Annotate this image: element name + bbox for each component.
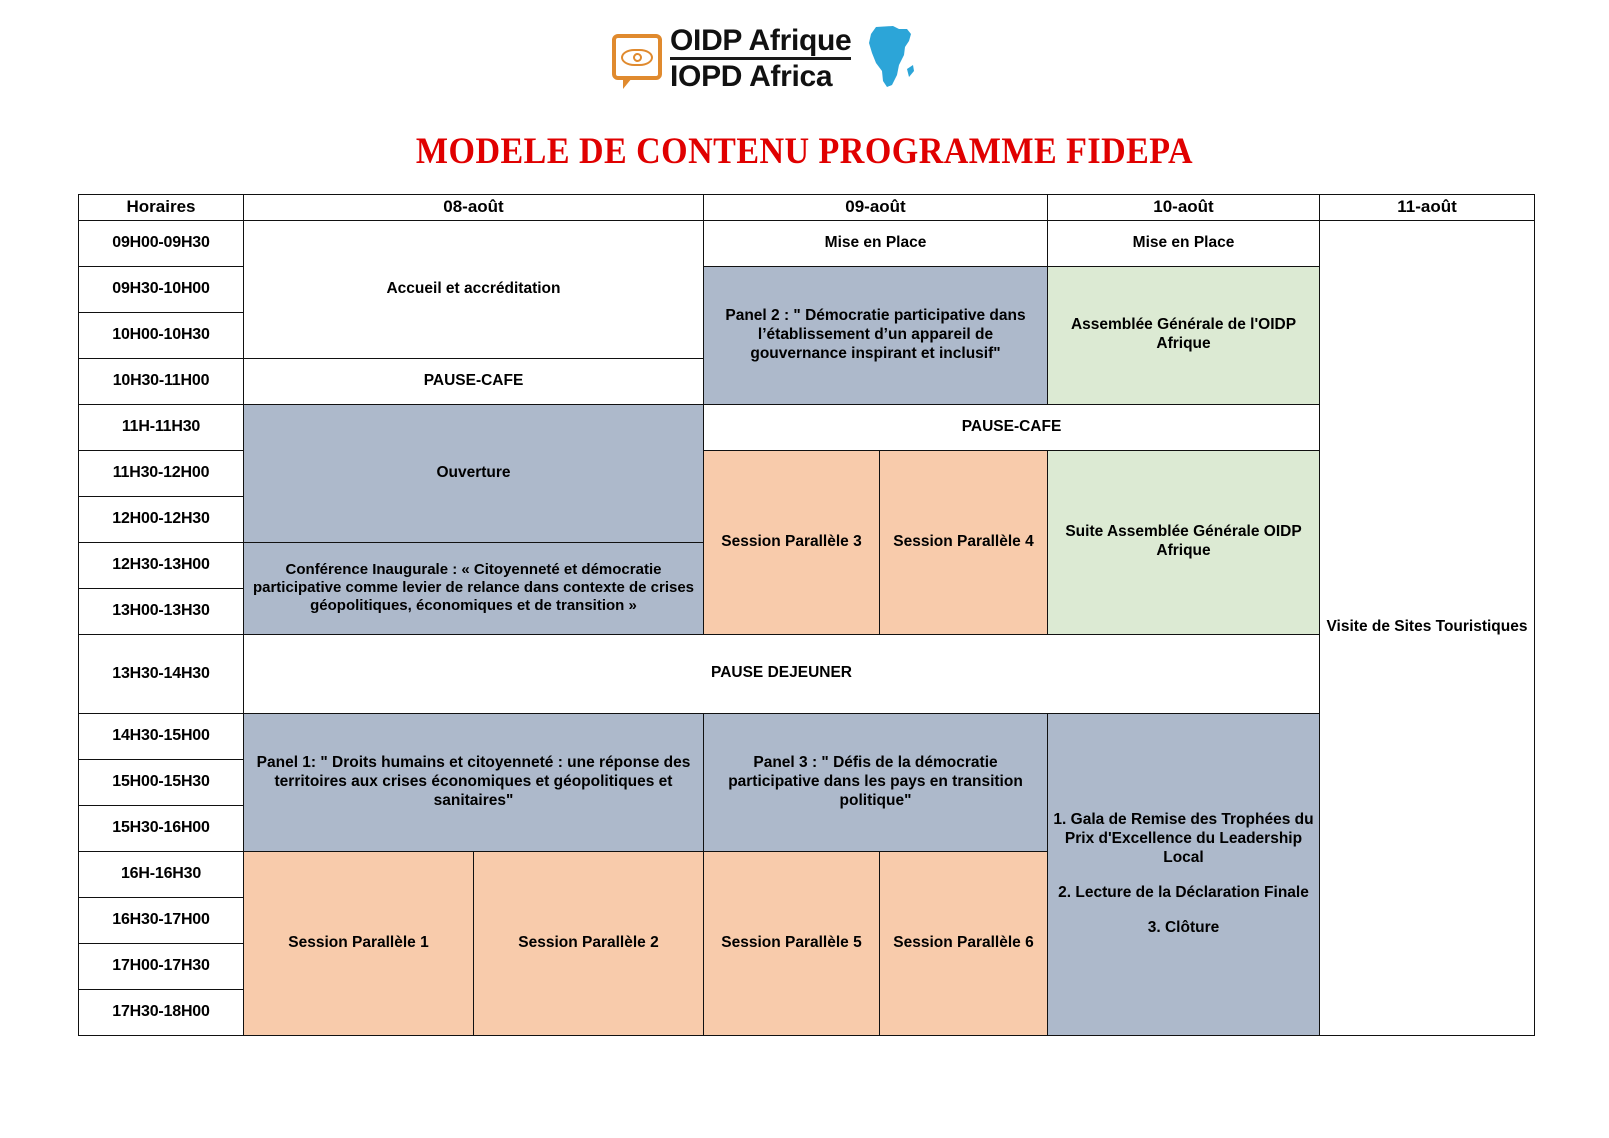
- column-header-day2: 09-août: [703, 194, 1048, 221]
- time-slot: 13H30-14H30: [78, 633, 244, 714]
- table-row: 15H00-15H30: [78, 758, 1535, 806]
- time-slot: 16H30-17H00: [78, 896, 244, 944]
- table-row: 16H30-17H00: [78, 896, 1535, 944]
- cell-pause-dejeuner: PAUSE DEJEUNER: [243, 633, 1320, 714]
- cell-session-3: Session Parallèle 3: [703, 449, 880, 635]
- column-header-day3: 10-août: [1047, 194, 1320, 221]
- column-header-horaires: Horaires: [78, 194, 244, 221]
- table-row: 17H30-18H00: [78, 988, 1535, 1036]
- table-row: 13H00-13H30: [78, 587, 1535, 635]
- table-row: 12H00-12H30: [78, 495, 1535, 543]
- cell-panel-1: Panel 1: " Droits humains et citoyenneté…: [243, 712, 704, 852]
- cell-mise-en-place-day2: Mise en Place: [703, 219, 1048, 267]
- cell-pause-cafe-day23: PAUSE-CAFE: [703, 403, 1320, 451]
- table-row: 16H-16H30 Session Parallèle 1 Session Pa…: [78, 850, 1535, 1036]
- time-slot: 12H30-13H00: [78, 541, 244, 589]
- table-row: 09H00-09H30 Accueil et accréditation Mis…: [78, 219, 1535, 1036]
- table-row: 13H30-14H30 PAUSE DEJEUNER: [78, 633, 1535, 714]
- time-slot: 16H-16H30: [78, 850, 244, 898]
- cell-session-4: Session Parallèle 4: [879, 449, 1048, 635]
- cell-mise-en-place-day3: Mise en Place: [1047, 219, 1320, 267]
- schedule-table-wrapper: Horaires 08-août 09-août 10-août 11-août…: [78, 194, 1535, 1036]
- time-slot: 17H00-17H30: [78, 942, 244, 990]
- cell-assemblee-generale: Assemblée Générale de l'OIDP Afrique: [1047, 265, 1320, 405]
- logo-line-fr: OIDP Afrique: [670, 26, 852, 60]
- eye-in-speech-bubble-icon: [612, 34, 662, 89]
- column-header-day1: 08-août: [243, 194, 704, 221]
- cloture-item-1: 1. Gala de Remise des Trophées du Prix d…: [1053, 810, 1314, 866]
- table-row: 14H30-15H00 Panel 1: " Droits humains et…: [78, 712, 1535, 1036]
- table-header-row: Horaires 08-août 09-août 10-août 11-août: [78, 194, 1535, 221]
- cell-cloture-block: 1. Gala de Remise des Trophées du Prix d…: [1047, 712, 1320, 1036]
- time-slot: 13H00-13H30: [78, 587, 244, 635]
- cloture-item-2: 2. Lecture de la Déclaration Finale: [1058, 883, 1309, 901]
- cell-session-5: Session Parallèle 5: [703, 850, 880, 1036]
- cell-session-1: Session Parallèle 1: [243, 850, 474, 1036]
- time-slot: 17H30-18H00: [78, 988, 244, 1036]
- africa-map-icon: [869, 26, 915, 87]
- cell-panel-2: Panel 2 : " Démocratie participative dan…: [703, 265, 1048, 405]
- time-slot: 10H30-11H00: [78, 357, 244, 405]
- table-row: 11H30-12H00 Session Parallèle 3 Session …: [78, 449, 1535, 635]
- cell-conference-inaugurale: Conférence Inaugurale : « Citoyenneté et…: [243, 541, 704, 635]
- table-row: 17H00-17H30: [78, 942, 1535, 990]
- cell-session-6: Session Parallèle 6: [879, 850, 1048, 1036]
- schedule-table: Horaires 08-août 09-août 10-août 11-août…: [78, 194, 1535, 1036]
- time-slot: 14H30-15H00: [78, 712, 244, 760]
- table-row: 12H30-13H00 Conférence Inaugurale : « Ci…: [78, 541, 1535, 635]
- column-header-day4: 11-août: [1319, 194, 1535, 221]
- table-row: 10H30-11H00 PAUSE-CAFE: [78, 357, 1535, 405]
- table-row: 15H30-16H00: [78, 804, 1535, 852]
- cloture-item-3: 3. Clôture: [1147, 918, 1220, 936]
- table-row: 11H-11H30 Ouverture PAUSE-CAFE: [78, 403, 1535, 543]
- cell-suite-assemblee: Suite Assemblée Générale OIDP Afrique: [1047, 449, 1320, 635]
- logo-wordmark: OIDP Afrique IOPD Africa: [670, 26, 852, 93]
- time-slot: 09H00-09H30: [78, 219, 244, 267]
- cell-visite-sites: Visite de Sites Touristiques: [1319, 219, 1535, 1036]
- cell-panel-3: Panel 3 : " Défis de la démocratie parti…: [703, 712, 1048, 852]
- time-slot: 10H00-10H30: [78, 311, 244, 359]
- time-slot: 11H30-12H00: [78, 449, 244, 497]
- table-row: 09H30-10H00 Panel 2 : " Démocratie parti…: [78, 265, 1535, 405]
- cell-pause-cafe-day1: PAUSE-CAFE: [243, 357, 704, 405]
- time-slot: 11H-11H30: [78, 403, 244, 451]
- time-slot: 15H00-15H30: [78, 758, 244, 806]
- cell-session-2: Session Parallèle 2: [473, 850, 704, 1036]
- time-slot: 15H30-16H00: [78, 804, 244, 852]
- cell-accueil: Accueil et accréditation: [243, 219, 704, 359]
- time-slot: 09H30-10H00: [78, 265, 244, 313]
- time-slot: 12H00-12H30: [78, 495, 244, 543]
- oidp-logo: OIDP Afrique IOPD Africa: [612, 18, 915, 100]
- cell-ouverture: Ouverture: [243, 403, 704, 543]
- page-title: MODELE DE CONTENU PROGRAMME FIDEPA: [415, 131, 1194, 172]
- logo-line-en: IOPD Africa: [670, 60, 833, 93]
- table-row: 10H00-10H30: [78, 311, 1535, 359]
